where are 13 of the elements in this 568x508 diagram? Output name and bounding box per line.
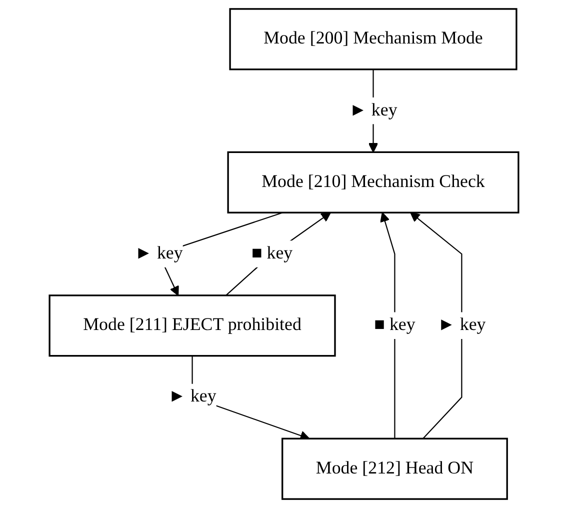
- node-box: Mode [211] EJECT prohibited: [48, 294, 336, 357]
- node-box: Mode [200] Mechanism Mode: [229, 8, 518, 70]
- edge-label: ► key: [134, 244, 183, 263]
- edge-label: ► key: [438, 316, 486, 335]
- arrow: [380, 212, 396, 439]
- edge-label: ► key: [349, 100, 398, 120]
- node-box: Mode [212] Head ON: [282, 438, 508, 500]
- edge-label: ► key: [168, 387, 216, 406]
- arrow: [410, 212, 462, 439]
- edge-label: ■ key: [251, 244, 293, 263]
- edge-label: ■ key: [374, 316, 416, 335]
- node-box: Mode [210] Mechanism Check: [227, 151, 520, 214]
- arrow: [226, 212, 331, 296]
